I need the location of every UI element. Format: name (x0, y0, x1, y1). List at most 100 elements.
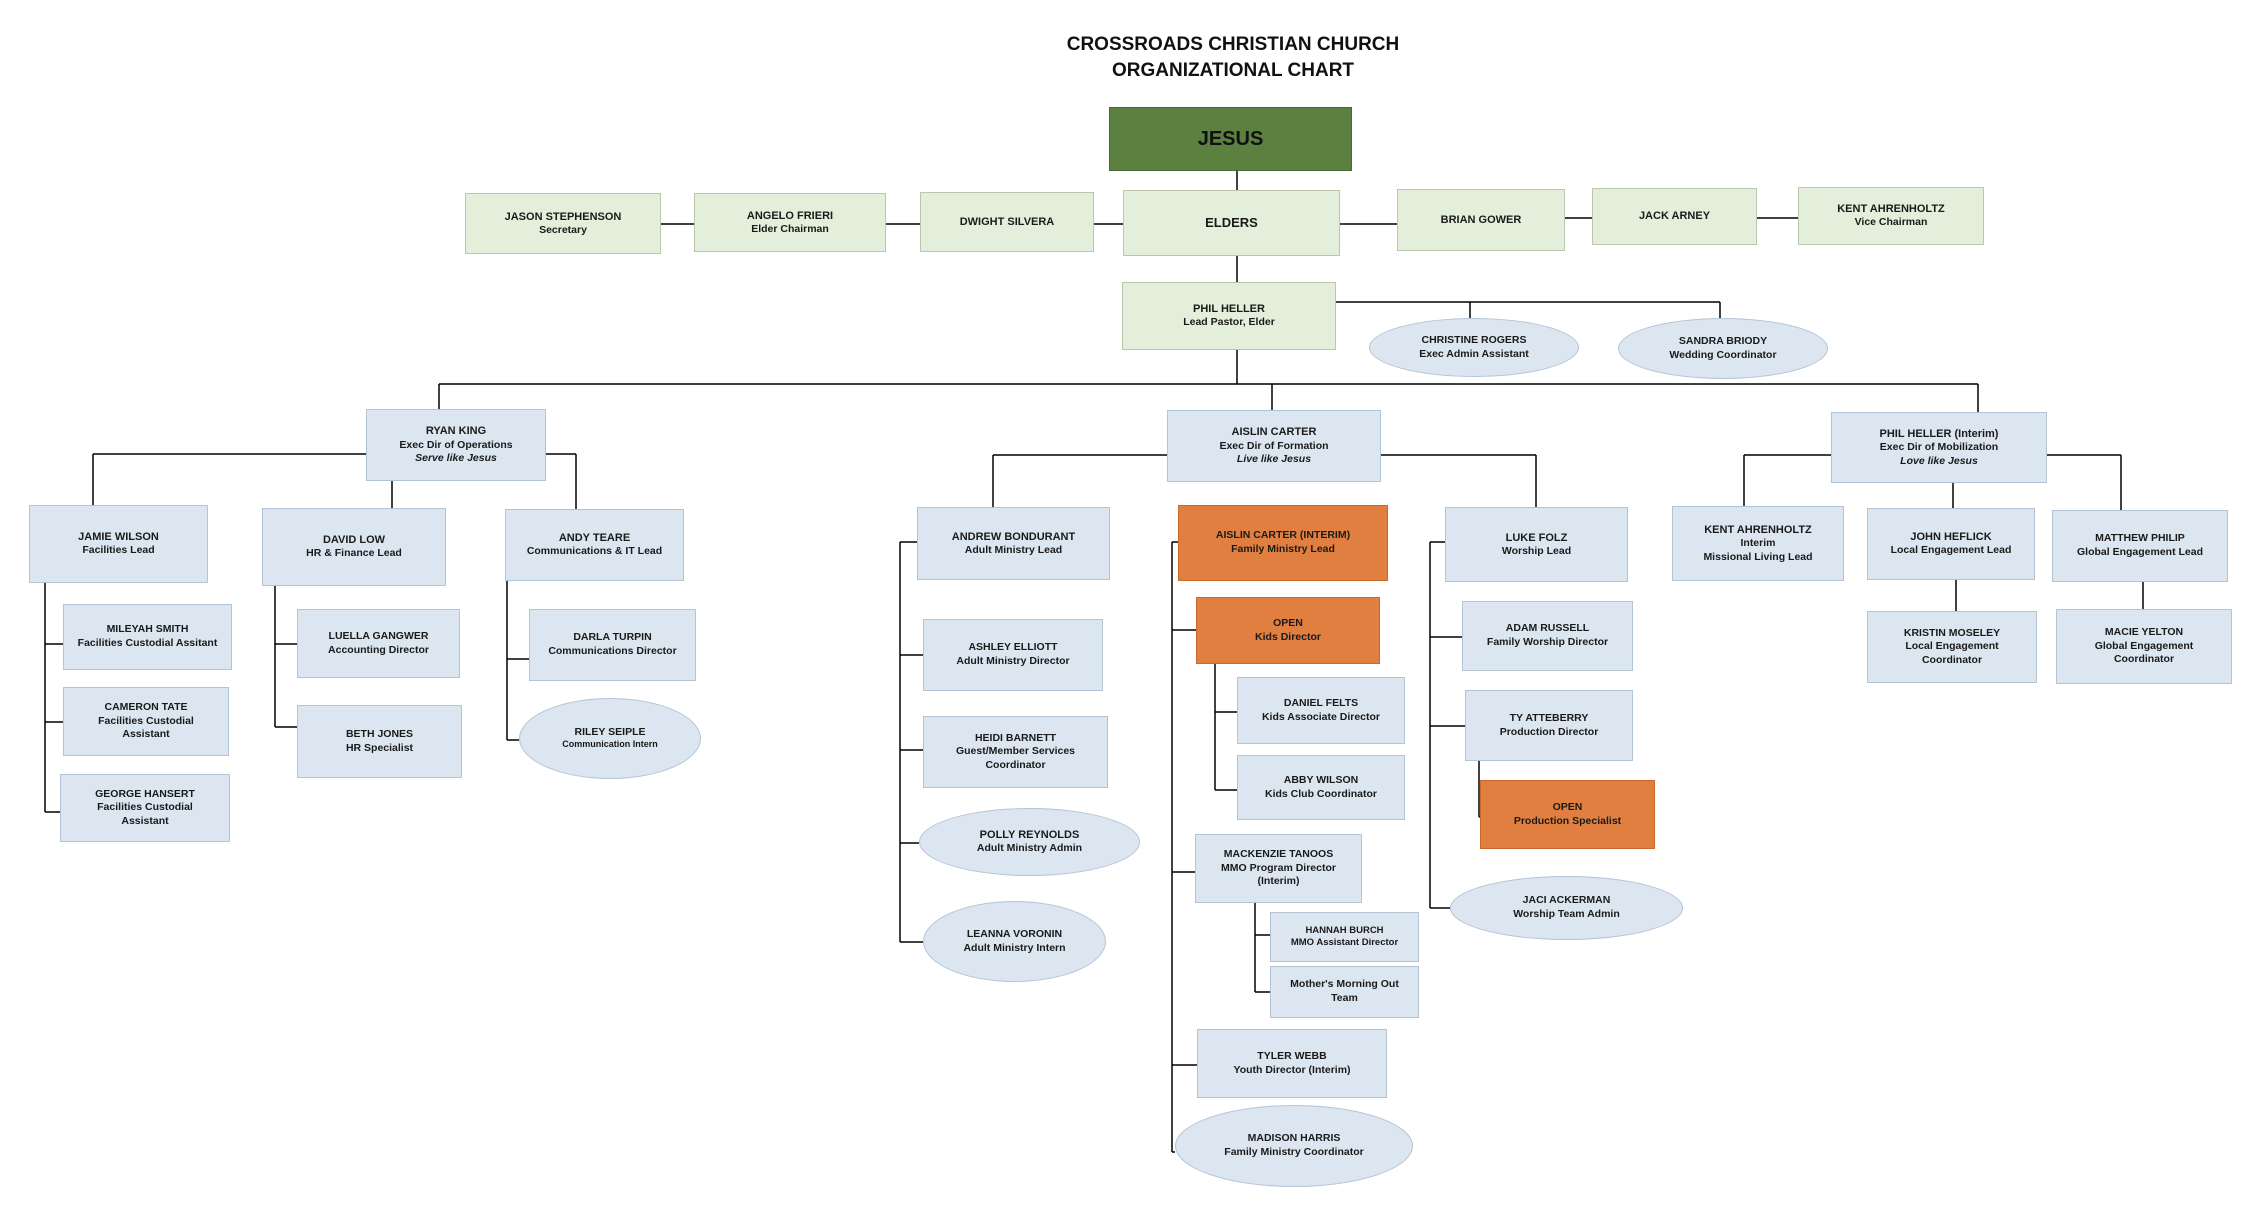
node-angelo-frieri: ANGELO FRIERI Elder Chairman (694, 193, 886, 252)
node-heidi-barnett: HEIDI BARNETT Guest/Member Services Coor… (923, 716, 1108, 788)
node-madison-harris: MADISON HARRIS Family Ministry Coordinat… (1175, 1105, 1413, 1187)
chart-title-line1: CROSSROADS CHRISTIAN CHURCH (1066, 34, 1400, 55)
node-macie-yelton: MACIE YELTON Global Engagement Coordinat… (2056, 609, 2232, 684)
node-name: DAVID LOW (322, 534, 386, 547)
node-jesus: JESUS (1109, 107, 1352, 171)
chart-title-line2: ORGANIZATIONAL CHART (1111, 60, 1355, 81)
node-role: Facilities Custodial Assistant (98, 714, 194, 741)
node-name: CAMERON TATE (104, 701, 188, 714)
node-ryan-king: RYAN KING Exec Dir of Operations Serve l… (366, 409, 546, 481)
node-role: Exec Admin Assistant (1419, 347, 1529, 360)
node-role: Facilities Lead (82, 544, 155, 557)
node-christine-rogers: CHRISTINE ROGERS Exec Admin Assistant (1369, 318, 1579, 377)
node-name: TY ATTEBERRY (1509, 711, 1589, 724)
node-role: Kids Club Coordinator (1265, 787, 1377, 800)
node-role: Kids Associate Director (1261, 710, 1381, 723)
node-role: Facilities Custodial Assitant (77, 637, 218, 649)
node-role: Production Director (1499, 725, 1599, 738)
node-name: JACK ARNEY (1638, 210, 1711, 223)
node-name: DARLA TURPIN (573, 631, 652, 644)
node-hannah-burch: HANNAH BURCH MMO Assistant Director (1270, 912, 1419, 962)
node-role: MMO Assistant Director (1290, 937, 1399, 948)
node-name: ANGELO FRIERI (746, 209, 834, 222)
node-tagline: Serve like Jesus (415, 452, 497, 465)
node-name: RILEY SEIPLE (574, 725, 646, 738)
node-name: POLLY REYNOLDS (979, 829, 1080, 842)
node-role: Production Specialist (1513, 814, 1622, 827)
node-tagline: Love like Jesus (1900, 454, 1978, 467)
node-ashley-elliott: ASHLEY ELLIOTT Adult Ministry Director (923, 619, 1103, 691)
node-tyler-webb: TYLER WEBB Youth Director (Interim) (1197, 1029, 1387, 1098)
node-david-low: DAVID LOW HR & Finance Lead (262, 508, 446, 586)
node-name: KRISTIN MOSELEY (1903, 626, 2001, 639)
node-kent-ahrenholtz-vice-chairman: KENT AHRENHOLTZ Vice Chairman (1798, 187, 1984, 245)
node-role: Accounting Director (328, 643, 429, 656)
node-name: KENT AHRENHOLTZ (1837, 203, 1945, 216)
node-role: Local Engagement Lead (1890, 544, 2012, 557)
node-name: ANDY TEARE (558, 532, 631, 545)
node-jason-stephenson: JASON STEPHENSON Secretary (465, 193, 661, 254)
node-name: BETH JONES (345, 727, 414, 740)
node-john-heflick: JOHN HEFLICK Local Engagement Lead (1867, 508, 2035, 580)
node-abby-wilson: ABBY WILSON Kids Club Coordinator (1237, 755, 1405, 820)
node-name: PHIL HELLER (1193, 303, 1265, 316)
node-andy-teare: ANDY TEARE Communications & IT Lead (505, 509, 684, 581)
node-mackenzie-tanoos: MACKENZIE TANOOS MMO Program Director (I… (1195, 834, 1362, 903)
node-role: HR Specialist (345, 741, 414, 754)
node-mmo-team: Mother's Morning Out Team (1270, 966, 1419, 1018)
node-leanna-voronin: LEANNA VORONIN Adult Ministry Intern (923, 901, 1106, 982)
node-mileyah-smith: MILEYAH SMITH Facilities Custodial Assit… (63, 604, 232, 670)
node-polly-reynolds: POLLY REYNOLDS Adult Ministry Admin (919, 808, 1140, 876)
node-name: SANDRA BRIODY (1678, 334, 1768, 347)
node-adam-russell: ADAM RUSSELL Family Worship Director (1462, 601, 1633, 671)
node-role: Wedding Coordinator (1669, 348, 1777, 361)
node-role: Adult Ministry Director (956, 655, 1070, 667)
node-role: Kids Director (1255, 630, 1321, 643)
node-name: GEORGE HANSERT (95, 787, 195, 800)
node-role: Worship Team Admin (1513, 908, 1620, 920)
node-name: ELDERS (1205, 214, 1258, 230)
node-phil-heller: PHIL HELLER Lead Pastor, Elder (1122, 282, 1336, 350)
node-role: Family Ministry Coordinator (1224, 1146, 1364, 1158)
node-role: HR & Finance Lead (306, 547, 402, 560)
node-phil-heller-interim: PHIL HELLER (Interim) Exec Dir of Mobili… (1831, 412, 2047, 483)
node-role: Adult Ministry Lead (964, 543, 1063, 556)
node-andrew-bondurant: ANDREW BONDURANT Adult Ministry Lead (917, 507, 1110, 580)
node-name: HEIDI BARNETT (974, 731, 1057, 744)
node-dwight-silvera: DWIGHT SILVERA (920, 192, 1094, 252)
node-name: Mother's Morning Out Team (1290, 978, 1399, 1004)
node-tagline: Live like Jesus (1236, 453, 1312, 466)
node-luella-gangwer: LUELLA GANGWER Accounting Director (297, 609, 460, 678)
node-sandra-briody: SANDRA BRIODY Wedding Coordinator (1618, 318, 1828, 379)
node-name: OPEN (1273, 616, 1303, 629)
node-daniel-felts: DANIEL FELTS Kids Associate Director (1237, 677, 1405, 744)
node-name: MADISON HARRIS (1247, 1132, 1341, 1145)
node-role: Elder Chairman (751, 222, 829, 235)
node-aislin-carter: AISLIN CARTER Exec Dir of Formation Live… (1167, 410, 1381, 482)
node-role: Communications Director (548, 645, 677, 657)
node-open-kids-director: OPEN Kids Director (1196, 597, 1380, 664)
node-role: Exec Dir of Formation (1219, 439, 1329, 452)
node-role: Adult Ministry Admin (976, 842, 1083, 855)
node-jaci-ackerman: JACI ACKERMAN Worship Team Admin (1450, 876, 1683, 940)
node-name: JESUS (1197, 128, 1264, 150)
node-name: CHRISTINE ROGERS (1421, 333, 1527, 346)
node-role: MMO Program Director (1221, 861, 1336, 874)
node-name: LEANNA VORONIN (966, 927, 1063, 940)
node-elders: ELDERS (1123, 190, 1340, 256)
node-jamie-wilson: JAMIE WILSON Facilities Lead (29, 505, 208, 583)
node-role: Exec Dir of Operations (399, 438, 513, 451)
node-name: JAMIE WILSON (78, 531, 159, 544)
node-role: Local Engagement Coordinator (1905, 640, 1999, 666)
node-name: ANDREW BONDURANT (951, 530, 1076, 543)
node-jack-arney: JACK ARNEY (1592, 188, 1757, 245)
node-name: MACKENZIE TANOOS (1223, 848, 1334, 861)
node-name: LUKE FOLZ (1505, 531, 1568, 544)
node-name: TYLER WEBB (1257, 1049, 1327, 1062)
node-name: DWIGHT SILVERA (959, 215, 1055, 228)
node-name: ADAM RUSSELL (1505, 622, 1590, 635)
node-role: Facilities Custodial Assistant (97, 801, 193, 827)
node-brian-gower: BRIAN GOWER (1397, 189, 1565, 251)
node-name: PHIL HELLER (Interim) (1879, 427, 1999, 440)
